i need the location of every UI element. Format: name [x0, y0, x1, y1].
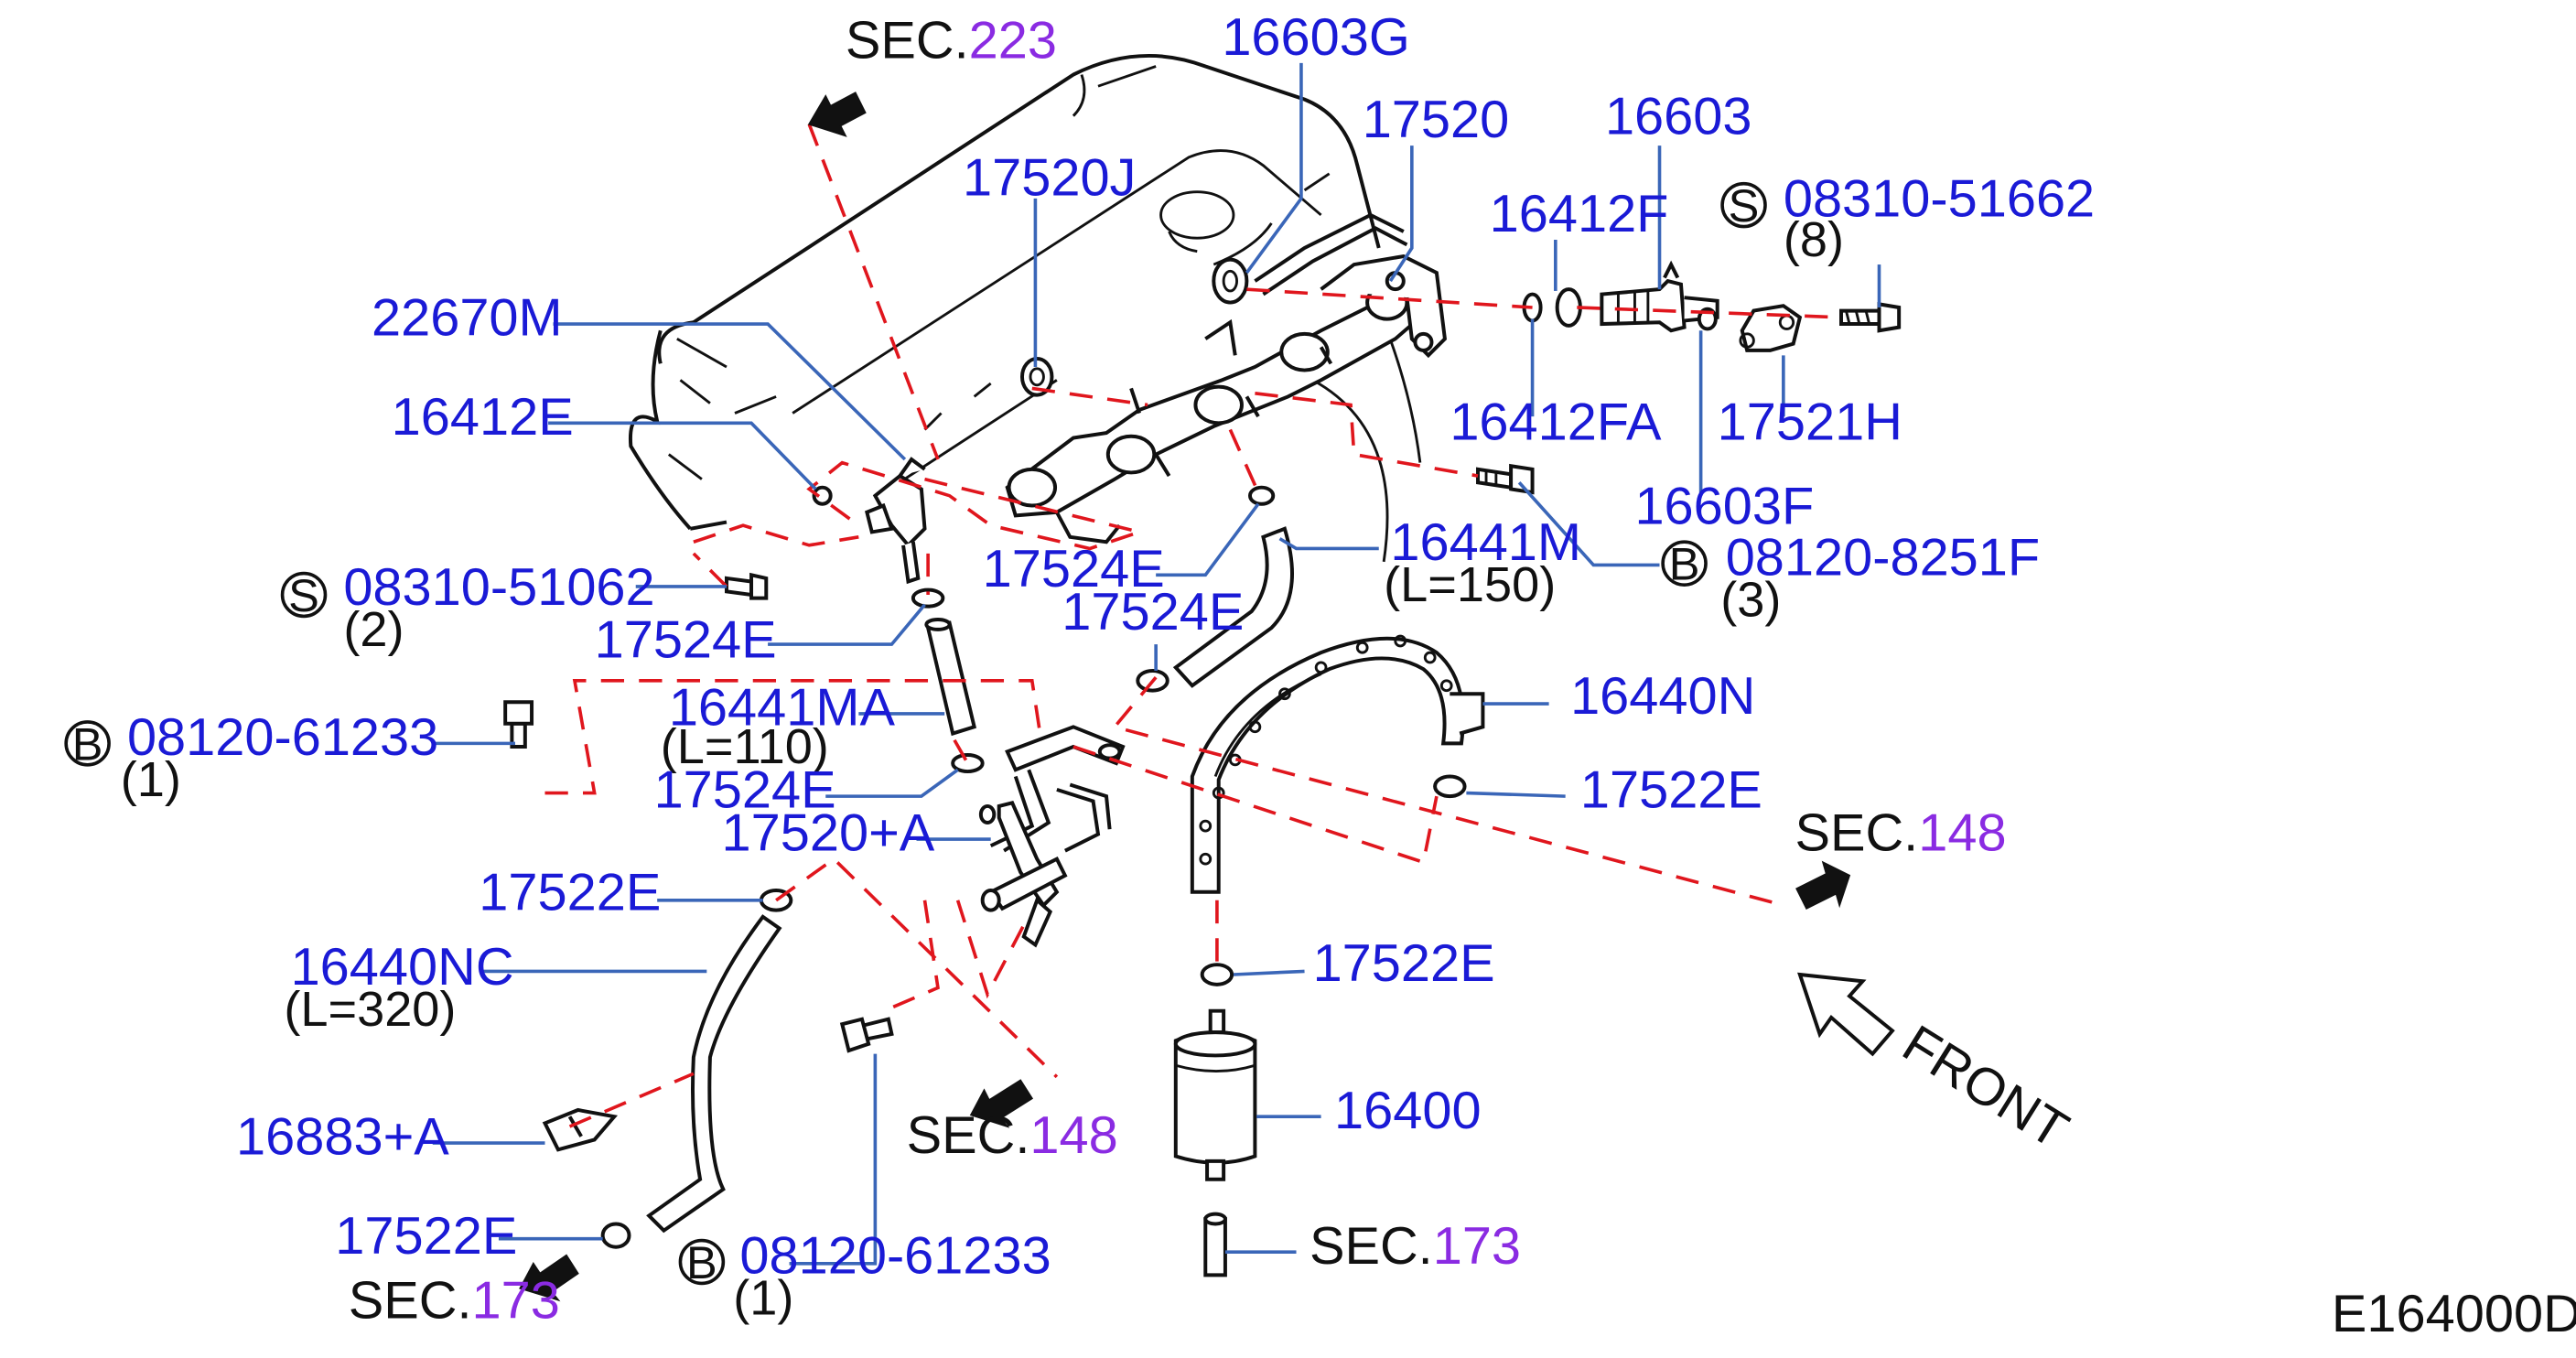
part-labels: 16603G 17520 16603 17520J 16412F 08310-5… [121, 8, 2095, 1326]
clip-17522E-left-lower[interactable] [600, 1222, 631, 1249]
section-link-173-left[interactable]: SEC.173 [349, 1271, 560, 1330]
o-ring-16412E[interactable] [812, 485, 833, 506]
clip-17522E-filter[interactable] [1200, 963, 1234, 986]
label-17522E-b[interactable]: 17522E [479, 864, 661, 922]
fuel-rail-assembly[interactable] [1005, 212, 1448, 544]
label-16400[interactable]: 16400 [1334, 1082, 1482, 1140]
label-16603G[interactable]: 16603G [1222, 8, 1409, 67]
bolt-08310-51062[interactable] [724, 572, 769, 600]
label-22670M[interactable]: 22670M [372, 289, 563, 348]
injector-16603[interactable] [1600, 260, 1719, 333]
label-17524E-c[interactable]: 17524E [1062, 583, 1244, 641]
label-16412E[interactable]: 16412E [392, 388, 574, 447]
arrow-to-sec148-left [969, 1079, 1034, 1128]
circle-code-b-left: B [64, 717, 111, 770]
label-17520A[interactable]: 17520+A [722, 804, 935, 863]
section-link-173-right[interactable]: SEC.173 [1310, 1217, 1521, 1276]
label-16603[interactable]: 16603 [1605, 88, 1752, 146]
arrow-to-sec173-left [519, 1254, 579, 1302]
circle-code-b-right: B [1661, 538, 1708, 590]
label-16441M[interactable]: 16441M [1390, 513, 1581, 572]
label-08120-61233-a[interactable]: 08120-61233 [127, 708, 438, 767]
hose-16441M[interactable] [1172, 526, 1294, 688]
front-arrow-icon [1797, 972, 1895, 1057]
hose-stub-sec173 [1203, 1212, 1227, 1277]
hose-16440NC[interactable] [646, 914, 782, 1234]
bolt-08310-51662[interactable] [1839, 302, 1902, 333]
bolt-08120-61233-lower[interactable] [839, 1017, 894, 1053]
diagram-code: E164000D [2332, 1285, 2576, 1343]
length-110: (L=110) [661, 719, 829, 774]
hose-16441MA[interactable] [924, 618, 977, 737]
front-label: FRONT [1892, 1014, 2078, 1160]
svg-text:B: B [686, 1236, 717, 1288]
clip-17524E-upper[interactable] [911, 587, 945, 609]
hose-16440N[interactable] [1190, 634, 1485, 894]
label-17521H[interactable]: 17521H [1718, 393, 1902, 451]
bolt-08120-8251F[interactable] [1476, 463, 1535, 495]
quantity-2: (2) [343, 602, 404, 657]
label-17520J[interactable]: 17520J [963, 148, 1136, 207]
clip-17524E-lower[interactable] [951, 753, 985, 774]
section-references: SEC.223 SEC.148 SEC.148 SEC.173 SEC.173 [349, 12, 2007, 1331]
label-17524E-d[interactable]: 17524E [654, 761, 836, 820]
quantity-1-a: (1) [121, 752, 181, 807]
label-16440NC[interactable]: 16440NC [291, 938, 514, 997]
label-17520[interactable]: 17520 [1363, 91, 1510, 149]
svg-text:S: S [288, 569, 319, 621]
label-17524E-b[interactable]: 17524E [595, 611, 777, 670]
label-08120-8251F[interactable]: 08120-8251F [1726, 528, 2040, 587]
label-16440N[interactable]: 16440N [1570, 667, 1755, 726]
section-link-148-right[interactable]: SEC.148 [1795, 804, 2006, 863]
length-320: (L=320) [284, 982, 456, 1037]
clip-17522E-right[interactable] [1433, 774, 1467, 799]
svg-text:B: B [1669, 538, 1700, 590]
seal-16603G[interactable] [1212, 257, 1249, 305]
leader-lines [432, 62, 1881, 1266]
label-16883A[interactable]: 16883+A [236, 1108, 449, 1167]
section-link-148-left[interactable]: SEC.148 [907, 1106, 1118, 1165]
fuel-filter-16400[interactable] [1173, 1008, 1257, 1181]
arrow-to-sec223 [807, 92, 867, 137]
quantity-3: (3) [1720, 572, 1781, 627]
pressure-regulator-22670M[interactable] [865, 457, 927, 585]
circle-code-b-bottom: B [678, 1236, 726, 1288]
o-ring-16412F[interactable] [1555, 287, 1582, 328]
fuel-tube-17520A[interactable] [978, 725, 1126, 948]
label-08120-61233-b[interactable]: 08120-61233 [739, 1227, 1051, 1286]
label-16412FA[interactable]: 16412FA [1450, 393, 1662, 451]
label-17524E-a[interactable]: 17524E [983, 540, 1165, 598]
circle-code-s-left: S [280, 569, 328, 621]
label-08310-51062[interactable]: 08310-51062 [343, 558, 654, 617]
grommet-17520J[interactable] [1019, 356, 1054, 397]
svg-text:B: B [72, 717, 103, 770]
length-150: (L=150) [1384, 557, 1556, 612]
label-16441MA[interactable]: 16441MA [669, 679, 896, 738]
label-08310-51662[interactable]: 08310-51662 [1784, 170, 2095, 229]
arrow-to-sec148-right [1795, 860, 1851, 911]
label-16412F[interactable]: 16412F [1490, 185, 1669, 243]
clamp-16883A[interactable] [542, 1107, 619, 1152]
label-17522E-c[interactable]: 17522E [1313, 934, 1495, 993]
circle-code-s-upper: S [1720, 179, 1767, 232]
label-16603F[interactable]: 16603F [1634, 477, 1814, 535]
quantity-1-b: (1) [733, 1271, 793, 1326]
dashed-assembly-lines [544, 124, 1842, 1128]
holder-17521H[interactable] [1739, 304, 1803, 352]
svg-text:S: S [1729, 179, 1760, 232]
label-17522E-d[interactable]: 17522E [335, 1207, 517, 1266]
section-link-223[interactable]: SEC.223 [846, 12, 1057, 70]
bolt-08120-61233-upper[interactable] [503, 700, 534, 749]
quantity-8: (8) [1784, 212, 1844, 267]
label-17522E-a[interactable]: 17522E [1580, 761, 1762, 820]
clip-17524E-right[interactable] [1248, 485, 1276, 506]
